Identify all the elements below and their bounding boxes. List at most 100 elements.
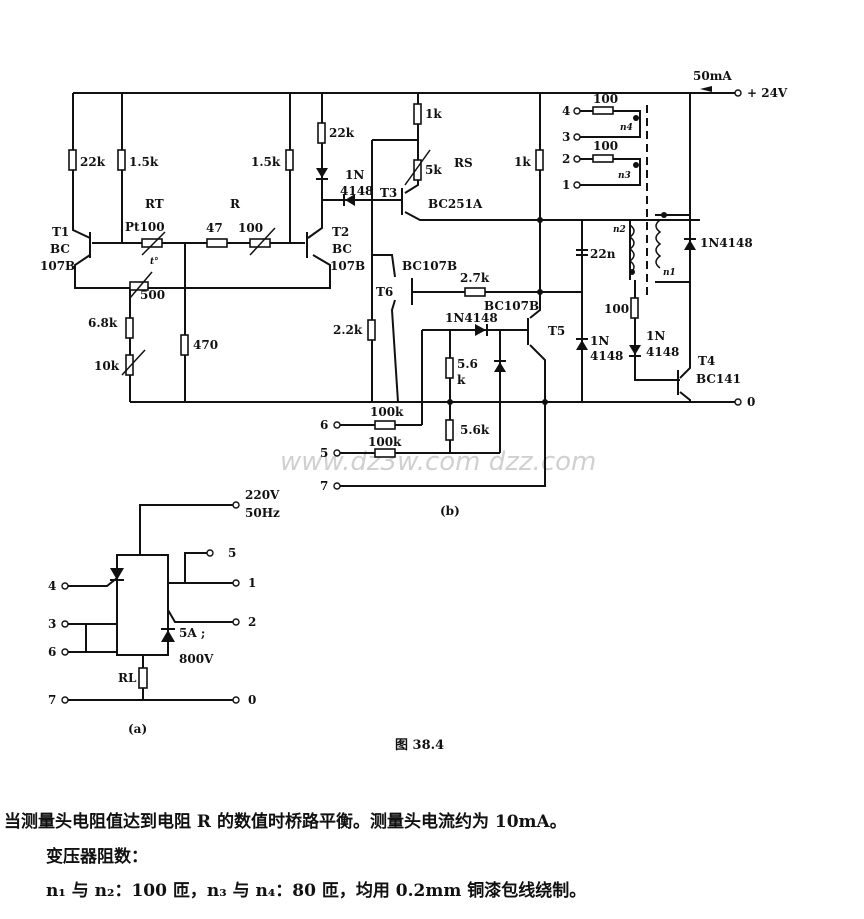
r-bridge-left-label: 1.5k	[129, 155, 159, 169]
rs-label: RS	[454, 156, 473, 170]
description-line-1: 当测量头电阻值达到电阻 R 的数值时桥路平衡。测量头电流约为 10mA。	[4, 812, 567, 832]
terminal-6[interactable]	[333, 421, 341, 429]
t1-ref: T1	[52, 225, 69, 239]
r-label: R	[230, 197, 241, 211]
subfigure-b-label: (b)	[440, 504, 460, 518]
a-terminal-6: 6	[48, 645, 56, 659]
t6-ref: T6	[376, 285, 393, 299]
description-line-3: n₁ 与 n₂：100 匝，n₃ 与 n₄：80 匝，均用 0.2mm 铜漆包线…	[46, 881, 587, 901]
d-22n-label-b: 4148	[590, 349, 623, 363]
r-n3-label: 100	[593, 139, 618, 153]
resistors	[68, 103, 639, 458]
junction-dots	[447, 217, 548, 405]
t6-type: BC107B	[402, 259, 457, 273]
ground-label: 0	[747, 395, 755, 409]
winding-n4-label: n4	[620, 123, 633, 133]
winding-n2	[628, 224, 635, 274]
a-terminal-2: 2	[248, 615, 256, 629]
t1-type2: 107B	[40, 259, 75, 273]
terminal-7-label: 7	[320, 479, 328, 493]
r-10k-label: 10k	[94, 359, 120, 373]
terminal-1[interactable]	[573, 181, 581, 189]
a-terminal-1: 1	[248, 576, 256, 590]
r-t4-base-label: 100	[604, 302, 629, 316]
diodes	[316, 168, 696, 372]
r-fixed-label: 47	[206, 221, 223, 235]
terminal-2[interactable]	[573, 155, 581, 163]
resistor-n4	[592, 106, 614, 115]
a-terminal-4: 4	[48, 579, 56, 593]
t2-type1: BC	[332, 242, 352, 256]
a-terminal-5: 5	[228, 546, 236, 560]
a-supply-line2: 50Hz	[245, 506, 280, 520]
pt100-label: Pt100	[125, 220, 165, 234]
winding-n2-label: n2	[613, 225, 626, 235]
pot-label: 500	[140, 288, 165, 302]
r-27k-label: 2.7k	[460, 271, 490, 285]
temperature-label: t°	[150, 257, 159, 267]
winding-n1	[655, 219, 662, 269]
t5-ref: T5	[548, 324, 565, 338]
t2-ref: T2	[332, 225, 349, 239]
terminal-4[interactable]	[573, 107, 581, 115]
terminal-7[interactable]	[333, 482, 341, 490]
capacitor-label: 22n	[590, 247, 616, 261]
terminal-4-label: 4	[562, 104, 570, 118]
r-t3-emitter-label: 1k	[425, 107, 442, 121]
description-line-2: 变压器阻数：	[46, 847, 148, 867]
d-n1-label: 1N4148	[700, 236, 753, 250]
resistor-n3	[592, 154, 614, 163]
a-load-label: RL	[118, 671, 137, 685]
transistor-symbols	[89, 188, 679, 395]
circuit-a	[61, 501, 240, 704]
t4-ref: T4	[698, 354, 715, 368]
r-56k-bottom-label: 5.6k	[460, 423, 490, 437]
terminal-1-label: 1	[562, 178, 570, 192]
subfigure-a-label: (a)	[128, 722, 147, 736]
r-68k-label: 6.8k	[88, 316, 118, 330]
terminal-2-label: 2	[562, 152, 570, 166]
r-22k-label: 2.2k	[333, 323, 363, 337]
a-terminal-7: 7	[48, 693, 56, 707]
a-rating-line1: 5A ;	[179, 626, 205, 640]
r-in5-label: 100k	[368, 435, 402, 449]
r-t2-collector-label: 22k	[329, 126, 355, 140]
terminal-6-label: 6	[320, 418, 328, 432]
figure-caption: 图 38.4	[395, 738, 445, 753]
terminal-24v[interactable]	[734, 89, 742, 97]
t1-type1: BC	[50, 242, 70, 256]
r-n4-label: 100	[593, 92, 618, 106]
terminal-3[interactable]	[573, 133, 581, 141]
terminal-5[interactable]	[333, 449, 341, 457]
a-rating-line2: 800V	[179, 652, 214, 666]
a-supply-line1: 220V	[245, 488, 280, 502]
current-arrow-icon	[700, 86, 712, 92]
t3-ref: T3	[380, 186, 397, 200]
t3-type: BC251A	[428, 197, 483, 211]
a-terminal-3: 3	[48, 617, 56, 631]
r-var-label: 100	[238, 221, 263, 235]
supply-current-label: 50mA	[693, 69, 732, 83]
rt-label: RT	[145, 197, 164, 211]
terminal-3-label: 3	[562, 130, 570, 144]
r-470-label: 470	[193, 338, 218, 352]
r-t5-collector-label: 1k	[514, 155, 531, 169]
circuit-b-terminals	[333, 89, 742, 490]
winding-n3-label: n3	[618, 171, 631, 181]
supply-voltage-label: + 24V	[747, 86, 788, 100]
d-t2-label-b: 4148	[340, 184, 373, 198]
d-t4-label-a: 1N	[646, 329, 665, 343]
terminal-5-label: 5	[320, 446, 328, 460]
capacitor-22n	[576, 249, 588, 256]
a-terminal-0: 0	[248, 693, 256, 707]
d-t4-label-b: 4148	[646, 345, 679, 359]
t2-type2: 107B	[330, 259, 365, 273]
t5-type: BC107B	[484, 299, 539, 313]
r-bridge-right-label: 1.5k	[251, 155, 281, 169]
terminal-0[interactable]	[734, 398, 742, 406]
d-t5-label: 1N4148	[445, 311, 498, 325]
rs-value-label: 5k	[425, 163, 442, 177]
r-t1-collector-label: 22k	[80, 155, 106, 169]
secondary-windings	[580, 105, 667, 295]
